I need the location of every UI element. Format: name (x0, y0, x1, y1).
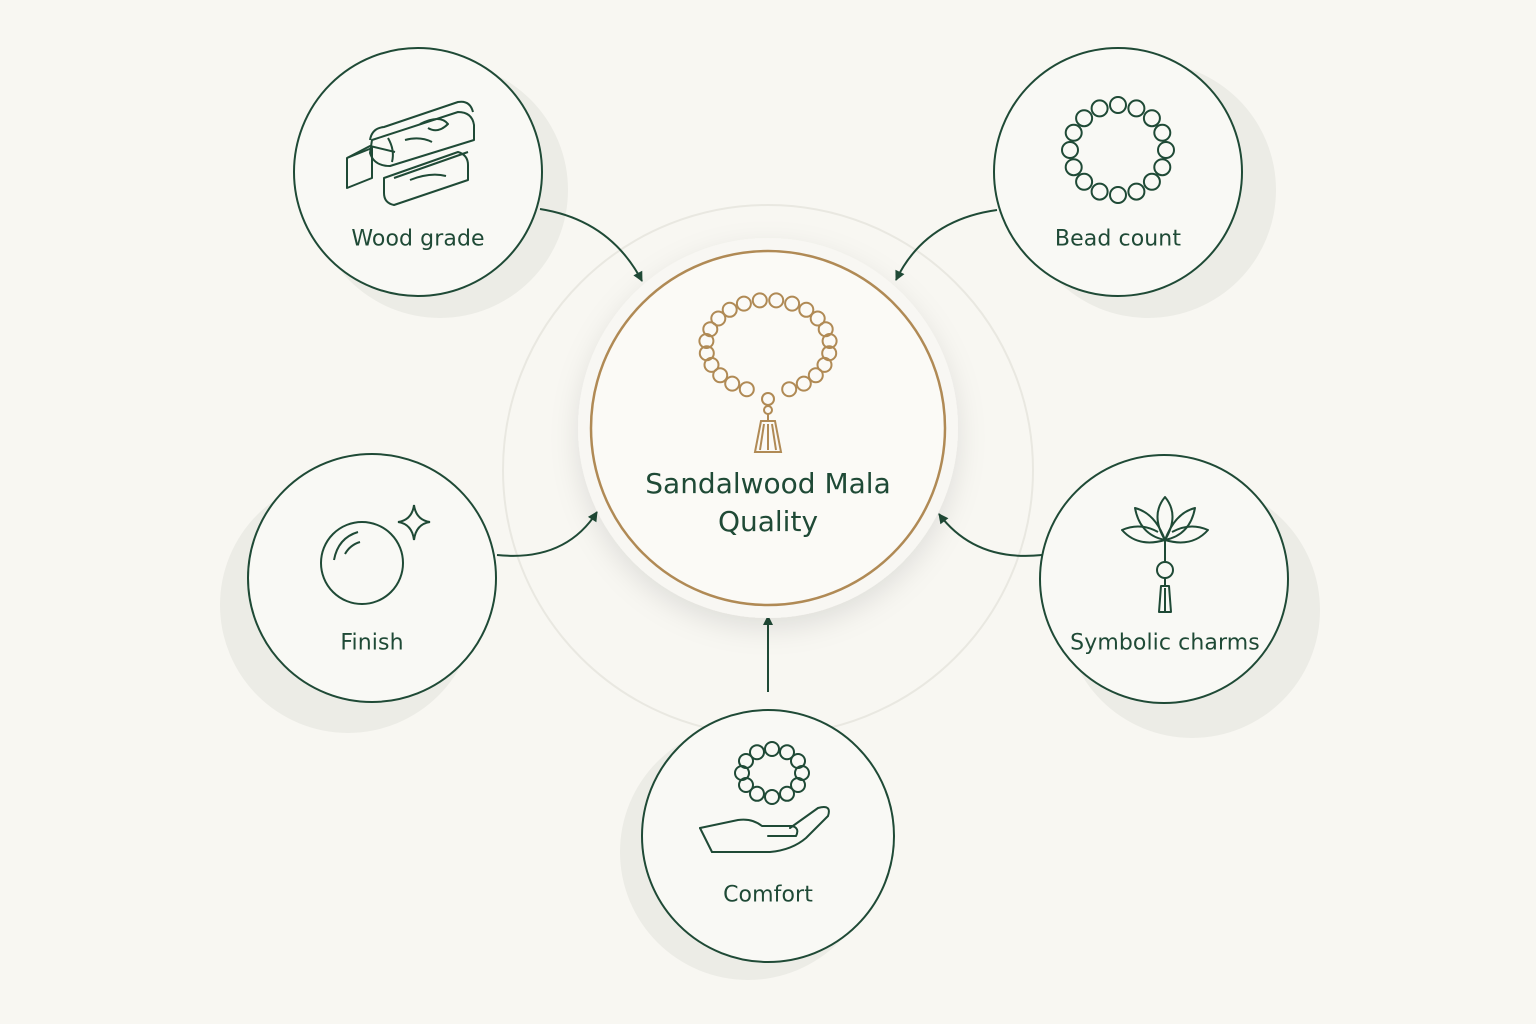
bead (710, 310, 727, 327)
arrow-symbolic-charms (938, 513, 1043, 557)
mala-tassel-icon (698, 292, 838, 453)
connector-arrows (496, 208, 1043, 692)
center-node (578, 238, 958, 618)
hand-holding-beads-icon (699, 741, 830, 853)
bead (1127, 99, 1146, 118)
bead (784, 295, 801, 312)
center-title: Sandalwood Mala Quality (645, 465, 890, 541)
arrow-wood-grade (539, 208, 643, 282)
bead (1127, 182, 1146, 201)
bead (1061, 141, 1079, 159)
bead (1153, 123, 1172, 142)
node-finish (247, 453, 497, 703)
bead (698, 345, 715, 362)
node-symbolic-charms (1039, 454, 1289, 704)
bead (738, 381, 755, 398)
bead (795, 375, 812, 392)
bead (816, 356, 833, 373)
bead (1142, 172, 1161, 191)
bead (764, 789, 780, 805)
bead (779, 744, 795, 761)
node-bead-count (993, 47, 1243, 297)
bead (735, 295, 752, 312)
bead (1142, 109, 1161, 128)
bead (721, 301, 738, 318)
bead (1153, 158, 1172, 177)
bead (1090, 99, 1109, 118)
bead (779, 785, 795, 802)
bead (738, 753, 754, 769)
bead-ring-icon (1061, 96, 1175, 204)
bead (798, 301, 815, 318)
node-wood-grade (293, 47, 543, 297)
bead (781, 381, 798, 398)
bead (1064, 158, 1083, 177)
bead (712, 367, 729, 384)
bead (807, 367, 824, 384)
label-comfort: Comfort (723, 882, 813, 908)
bead (768, 292, 785, 309)
label-wood-grade: Wood grade (351, 226, 485, 252)
bead (809, 310, 826, 327)
bead (790, 777, 806, 793)
arrow-bead-count (895, 209, 998, 281)
bead (749, 744, 765, 761)
bead (764, 741, 780, 757)
bead (1064, 123, 1083, 142)
arrow-finish (496, 511, 598, 557)
bead (702, 321, 719, 338)
wood-logs-icon (346, 100, 475, 206)
bead (751, 292, 768, 309)
polished-bead-sparkle-icon (320, 504, 431, 605)
bead (821, 333, 838, 349)
label-symbolic-charms: Symbolic charms (1070, 630, 1260, 656)
label-finish: Finish (340, 630, 404, 656)
node-comfort (641, 709, 895, 963)
bead (1075, 109, 1094, 128)
bead (1157, 141, 1175, 159)
bead (724, 375, 741, 392)
bead (1090, 182, 1109, 201)
bead (790, 753, 806, 769)
bead (1075, 172, 1094, 191)
center-title-line2: Quality (717, 505, 819, 538)
lotus-charm-icon (1121, 496, 1209, 613)
center-title-line1: Sandalwood Mala (645, 467, 891, 500)
bead (749, 785, 765, 802)
bead (1109, 96, 1127, 114)
bead (1109, 186, 1127, 204)
label-bead-count: Bead count (1054, 226, 1182, 252)
